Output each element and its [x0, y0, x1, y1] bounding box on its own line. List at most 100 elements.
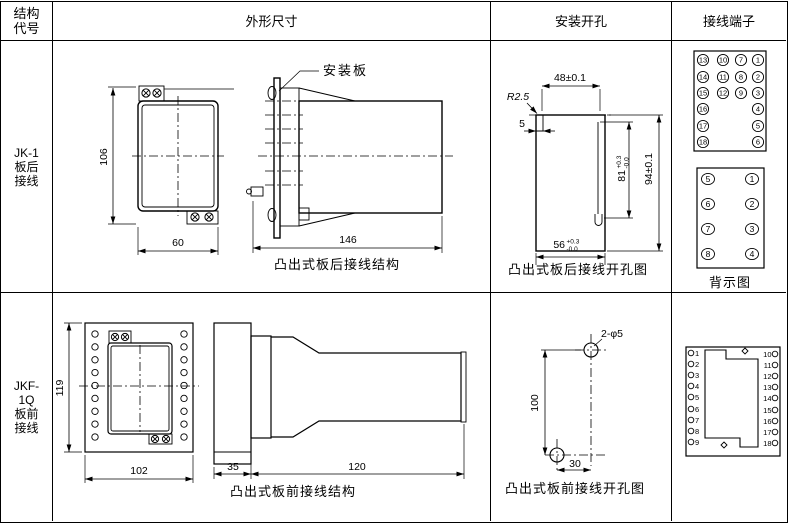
svg-text:12: 12 [719, 89, 727, 98]
code-line: 板后 [14, 159, 39, 174]
svg-text:7: 7 [695, 416, 699, 425]
dim-radius: R2.5 [507, 91, 529, 103]
code-line: JK-1 [14, 145, 39, 160]
svg-text:7: 7 [706, 224, 711, 234]
dim-front-width: 102 [130, 465, 148, 477]
jk1-holes-caption: 凸出式板后接线开孔图 [508, 262, 648, 277]
holes-drawing-jk1-cell: 48±0.1 R2.5 5 81 +0.3 -0.0 [491, 41, 672, 293]
terminal-list-right: 10 11 12 13 14 15 16 17 18 [763, 350, 779, 448]
svg-text:15: 15 [763, 406, 771, 415]
jk1-front-view: 106 60 [98, 85, 234, 255]
svg-text:8: 8 [695, 427, 699, 436]
column-header-outline-dimensions: 外形尺寸 [53, 2, 491, 41]
holes-drawing-jkf1q: 2-φ5 100 30 凸出式板前接线开孔图 [505, 328, 644, 496]
svg-text:10: 10 [763, 350, 771, 359]
mounting-plate-label: 安装板 [323, 63, 368, 78]
code-line: 板前 [14, 407, 39, 421]
svg-text:11: 11 [719, 73, 727, 82]
code-line: 接线 [14, 173, 39, 188]
svg-text:81: 81 [616, 170, 628, 182]
column-header-mounting-holes: 安装开孔 [491, 2, 672, 41]
terminal-holes-right [180, 330, 188, 441]
svg-text:-0.0: -0.0 [567, 246, 579, 253]
svg-text:17: 17 [763, 428, 771, 437]
dim-slot-81: 81 +0.3 -0.0 [600, 121, 633, 219]
svg-text:1: 1 [695, 349, 699, 358]
dim-top: 48±0.1 [554, 72, 586, 84]
outline-drawing-jkf1q: 119 102 35 [54, 322, 467, 499]
outline-drawing-jk1-cell: 106 60 安装板 [53, 41, 491, 293]
dim-side-depth: 35 [227, 461, 239, 473]
outline-drawing-jkf1q-cell: 119 102 35 [53, 293, 491, 521]
screw-hole-diamond-bottom [720, 441, 728, 449]
code-line: JKF- [13, 379, 40, 393]
header-label: 接线端子 [702, 13, 755, 29]
svg-text:6: 6 [756, 138, 760, 147]
terminal-holes-left [91, 330, 99, 441]
dim-side-length: 146 [339, 234, 357, 246]
svg-text:11: 11 [764, 361, 772, 370]
svg-text:17: 17 [699, 122, 707, 131]
terminal-grid-back: 5 6 7 8 1 2 3 4 [701, 172, 759, 261]
code-line: 1Q [18, 393, 35, 407]
holes-drawing-jk1: 48±0.1 R2.5 5 81 +0.3 -0.0 [507, 72, 663, 277]
terminals-jkf1q: 1 2 3 4 5 6 7 8 9 10 11 12 13 14 15 [685, 346, 781, 457]
dim-front-height: 106 [98, 148, 110, 166]
svg-text:1: 1 [750, 174, 755, 184]
svg-text:13: 13 [763, 383, 771, 392]
terminal-row-centerlines [265, 100, 303, 186]
svg-text:1: 1 [756, 56, 760, 65]
svg-text:56: 56 [553, 239, 565, 251]
terminals-jk1-cell: 13 14 15 16 17 18 10 11 12 7 8 9 1 2 3 4 [672, 41, 786, 293]
terminal-list-left: 1 2 3 4 5 6 7 8 9 [687, 349, 699, 447]
svg-text:3: 3 [695, 371, 699, 380]
jk1-side-view: 安装板 [246, 63, 453, 253]
svg-text:-0.0: -0.0 [624, 157, 631, 169]
svg-text:15: 15 [699, 89, 707, 98]
svg-text:2: 2 [695, 360, 699, 369]
screw-hole-diamond-top [741, 347, 749, 355]
header-label: 安装开孔 [554, 13, 607, 29]
hole-count-label: 2-φ5 [601, 328, 623, 340]
svg-text:9: 9 [739, 89, 743, 98]
svg-text:14: 14 [763, 394, 771, 403]
terminals-jk1: 13 14 15 16 17 18 10 11 12 7 8 9 1 2 3 4 [693, 50, 767, 290]
structure-code-jk1: JK-1 板后 接线 [1, 41, 53, 293]
svg-text:4: 4 [756, 105, 760, 114]
svg-text:+0.3: +0.3 [567, 239, 580, 246]
terminals-jkf1q-cell: 1 2 3 4 5 6 7 8 9 10 11 12 13 14 15 [672, 293, 786, 521]
dim-vertical: 100 [529, 394, 541, 412]
dim-front-height: 119 [54, 379, 66, 396]
back-view-caption: 背示图 [709, 275, 751, 290]
jkf1q-outline-caption: 凸出式板前接线结构 [230, 484, 356, 499]
holes-drawing-jkf1q-cell: 2-φ5 100 30 凸出式板前接线开孔图 [491, 293, 672, 521]
svg-text:5: 5 [695, 393, 699, 402]
jkf1q-front-view: 119 102 [54, 322, 199, 483]
svg-text:4: 4 [695, 382, 699, 391]
svg-text:13: 13 [699, 56, 707, 65]
dim-front-width: 60 [172, 237, 184, 249]
svg-text:18: 18 [763, 439, 771, 448]
svg-text:8: 8 [739, 73, 743, 82]
column-header-structure-code: 结构代号 [1, 2, 53, 41]
header-label: 外形尺寸 [245, 13, 298, 29]
dim-horizontal: 30 [569, 458, 581, 470]
svg-text:5: 5 [756, 122, 760, 131]
jk1-outline-caption: 凸出式板后接线结构 [274, 257, 400, 272]
svg-text:5: 5 [706, 174, 711, 184]
dim-height-94: 94±0.1 [607, 114, 663, 252]
svg-text:16: 16 [699, 105, 707, 114]
svg-text:7: 7 [739, 56, 743, 65]
outline-drawing-jk1: 106 60 安装板 [98, 63, 453, 272]
structure-code-jkf1q: JKF- 1Q 板前 接线 [1, 293, 53, 521]
dim-bottom-56: 56 +0.3 -0.0 [535, 239, 606, 265]
terminal-grid-front: 13 14 15 16 17 18 10 11 12 7 8 9 1 2 3 4 [696, 53, 765, 149]
dim-tab: 5 [519, 118, 525, 130]
svg-text:3: 3 [750, 224, 755, 234]
svg-text:14: 14 [699, 73, 707, 82]
code-line: 接线 [14, 421, 39, 435]
svg-text:4: 4 [750, 249, 755, 259]
svg-text:3: 3 [756, 89, 760, 98]
